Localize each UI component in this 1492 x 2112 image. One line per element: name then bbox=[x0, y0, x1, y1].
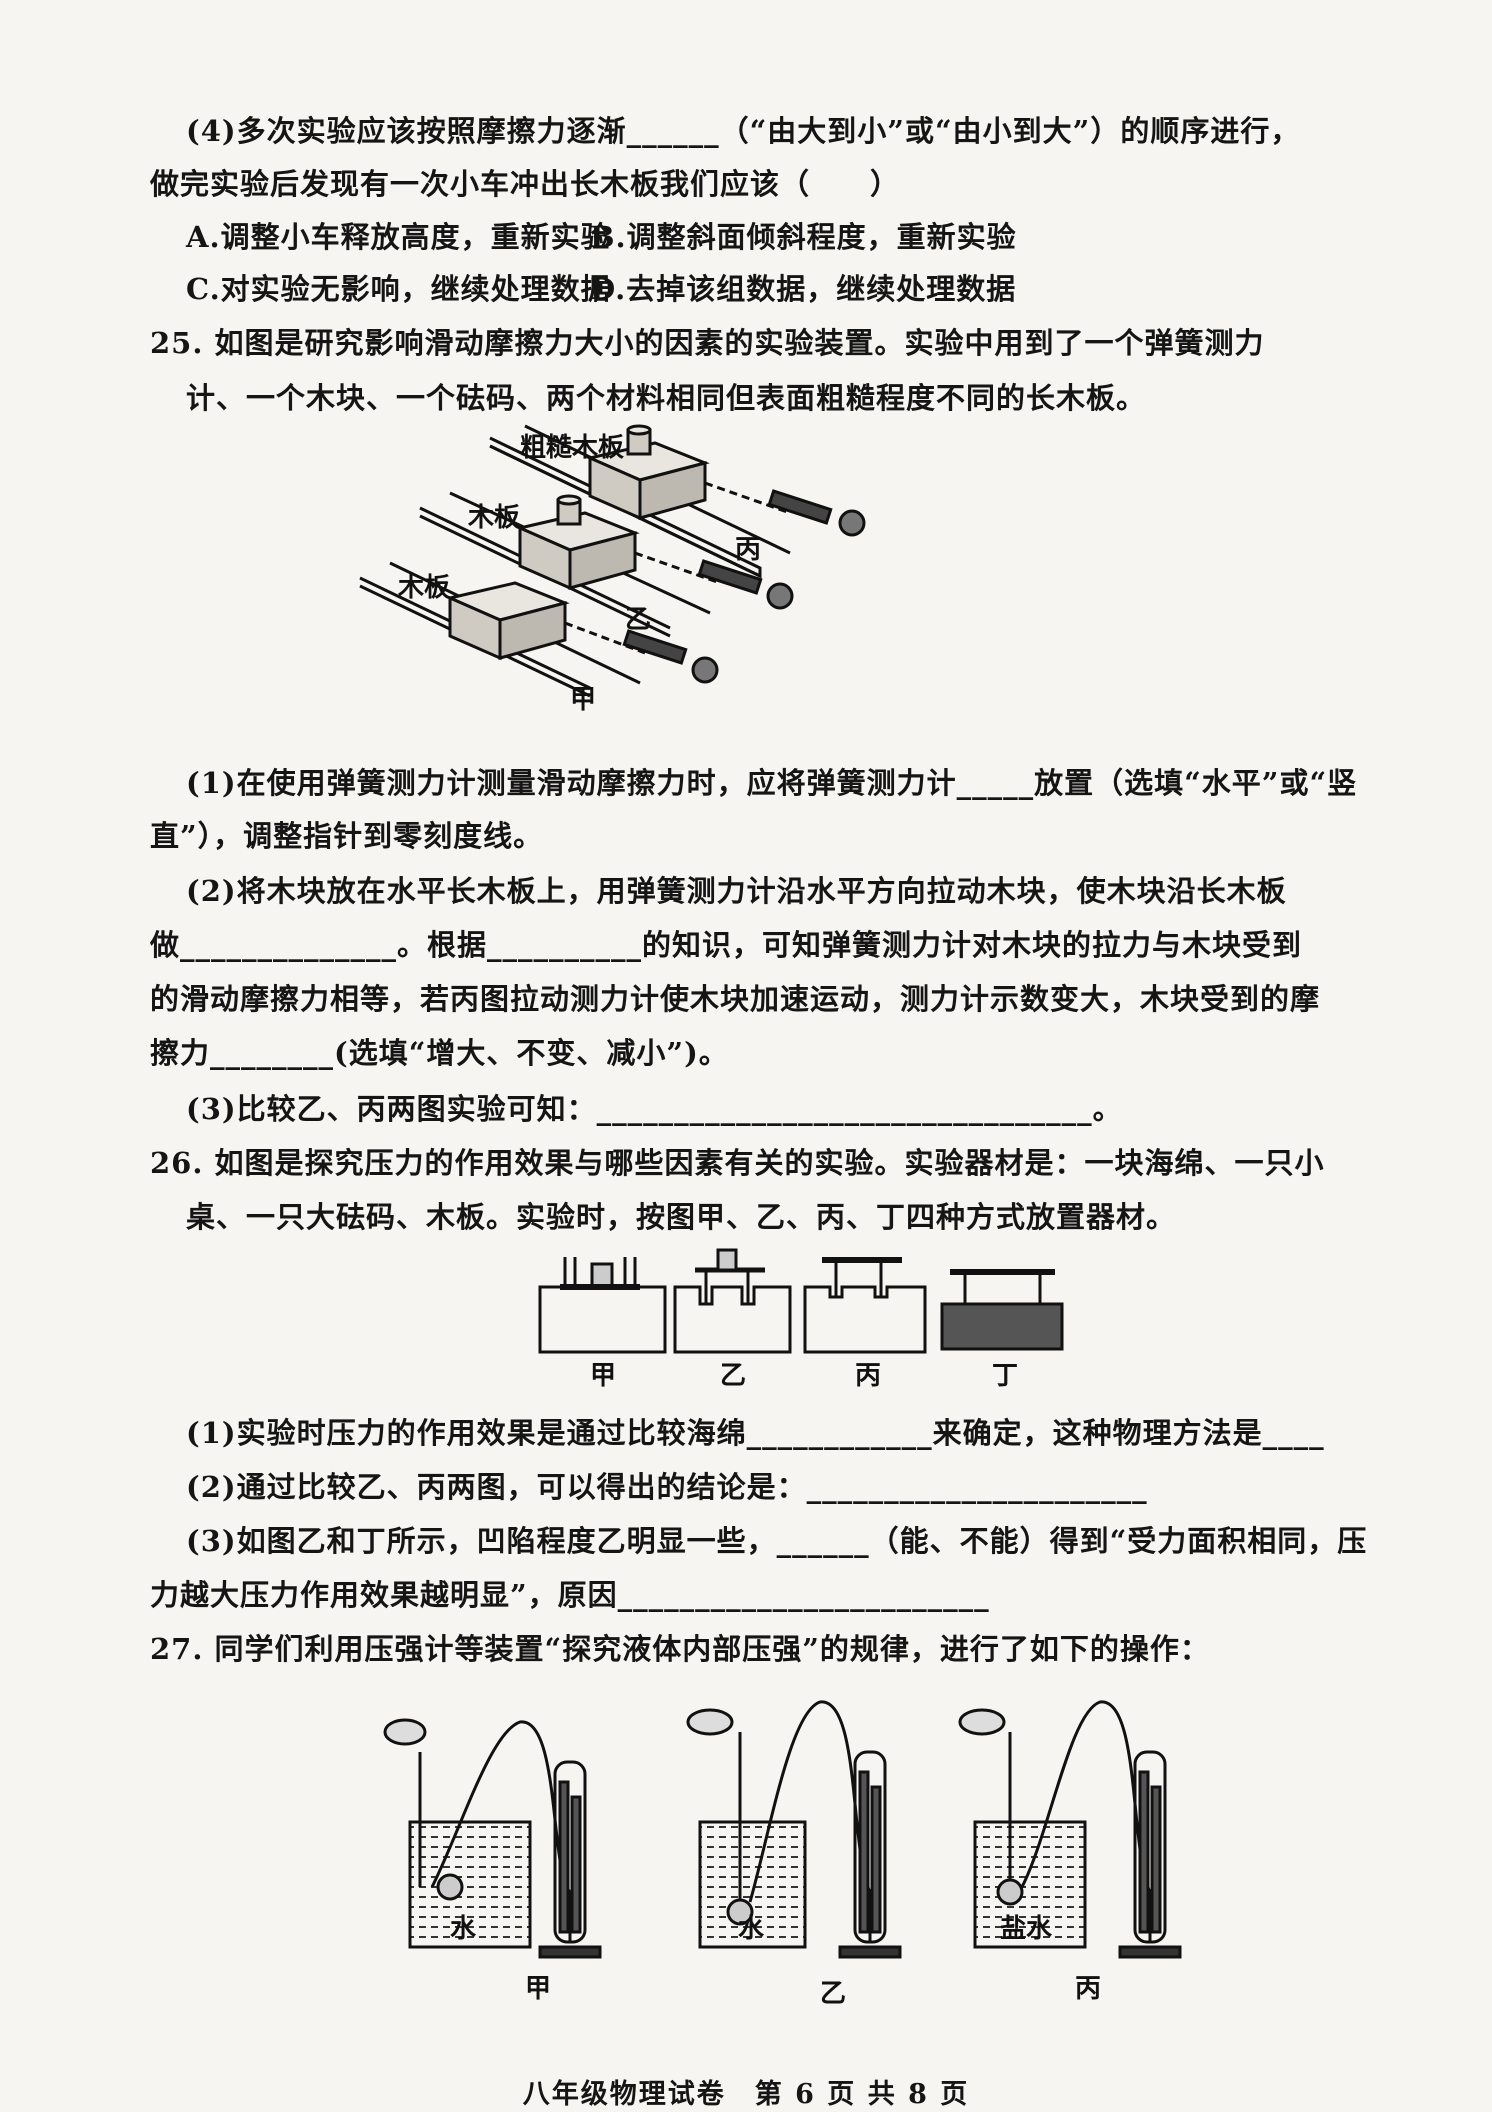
q24-part4-line2: 做完实验后发现有一次小车冲出长木板我们应该（ ） bbox=[150, 167, 901, 201]
q25-part2-line3: 的滑动摩擦力相等，若丙图拉动测力计使木块加速运动，测力计示数变大，木块受到的摩 bbox=[150, 982, 1321, 1016]
q25-part2-line2: 做______________。根据__________的知识，可知弹簧测力计对… bbox=[150, 928, 1303, 962]
pressure-effect-figure: 甲 乙 丙 丁 bbox=[538, 1248, 1064, 1391]
setup-yi bbox=[686, 1700, 902, 1959]
liquid-label-yi: 水 bbox=[738, 1914, 765, 1944]
hand-icon bbox=[766, 582, 794, 610]
q25-part1-line2: 直”），调整指针到零刻度线。 bbox=[150, 819, 544, 853]
block-bing bbox=[585, 424, 710, 521]
q25-part2-line1: (2)将木块放在水平长木板上，用弹簧测力计沿水平方向拉动木块，使木块沿长木板 bbox=[186, 874, 1287, 908]
label-jia: 甲 bbox=[590, 1361, 616, 1391]
liquid-pressure-figure: 水 水 盐水 甲 乙 丙 bbox=[383, 1700, 1182, 2009]
q25-stem-line2: 计、一个木块、一个砝码、两个材料相同但表面粗糙程度不同的长木板。 bbox=[186, 381, 1147, 415]
q24-option-d: D.去掉该组数据，继续处理数据 bbox=[590, 272, 1017, 306]
hand-icon bbox=[838, 509, 866, 537]
q26-part2: (2)通过比较乙、丙两图，可以得出的结论是：__________________… bbox=[186, 1470, 1148, 1504]
label-rough-board: 粗糙木板 bbox=[520, 433, 624, 463]
label-board-yi: 木板 bbox=[467, 503, 520, 533]
spring-scale-yi bbox=[697, 559, 763, 595]
q24-option-c: C.对实验无影响，继续处理数据 bbox=[186, 272, 611, 306]
q24-part4-line1: (4)多次实验应该按照摩擦力逐渐______（“由大到小”或“由小到大”）的顺序… bbox=[186, 114, 1301, 148]
label-yi: 乙 bbox=[625, 605, 651, 635]
q24-option-a: A.调整小车释放高度，重新实验 bbox=[186, 220, 611, 254]
q25-part3: (3)比较乙、丙两图实验可知：_________________________… bbox=[186, 1092, 1123, 1126]
q27-stem-line1: 27. 同学们利用压强计等装置“探究液体内部压强”的规律，进行了如下的操作： bbox=[150, 1632, 1210, 1666]
liquid-label-bing: 盐水 bbox=[1000, 1914, 1053, 1944]
spring-scale-jia bbox=[622, 629, 688, 665]
hand-icon bbox=[691, 656, 719, 684]
liquid-label-jia: 水 bbox=[450, 1914, 477, 1944]
block-yi bbox=[515, 494, 640, 591]
label-yi: 乙 bbox=[720, 1361, 746, 1391]
spring-scale-bing bbox=[767, 489, 833, 525]
label-ding: 丁 bbox=[992, 1361, 1018, 1391]
label-board-jia: 木板 bbox=[397, 573, 450, 603]
label-bing: 丙 bbox=[1075, 1974, 1101, 2004]
label-bing: 丙 bbox=[855, 1361, 881, 1391]
q25-part1-line1: (1)在使用弹簧测力计测量滑动摩擦力时，应将弹簧测力计_____放置（选填“水平… bbox=[186, 766, 1358, 800]
q24-option-b: B.调整斜面倾斜程度，重新实验 bbox=[590, 220, 1017, 254]
block-jia bbox=[445, 581, 570, 661]
setup-bing bbox=[803, 1257, 927, 1354]
q25-stem-line1: 25. 如图是研究影响滑动摩擦力大小的因素的实验装置。实验中用到了一个弹簧测力 bbox=[150, 326, 1265, 360]
setup-ding bbox=[940, 1269, 1064, 1351]
q26-stem-line2: 桌、一只大砝码、木板。实验时，按图甲、乙、丙、丁四种方式放置器材。 bbox=[186, 1200, 1177, 1234]
q26-part1: (1)实验时压力的作用效果是通过比较海绵____________来确定，这种物理… bbox=[186, 1416, 1325, 1450]
friction-apparatus-figure: 粗糙木板 木板 木板 丙 乙 甲 bbox=[359, 424, 866, 715]
label-jia: 甲 bbox=[570, 685, 596, 715]
label-yi: 乙 bbox=[820, 1979, 846, 2009]
label-bing: 丙 bbox=[735, 535, 761, 565]
page-footer: 八年级物理试卷 第 6 页 共 8 页 bbox=[522, 2079, 970, 2110]
setup-jia bbox=[538, 1257, 667, 1354]
q26-part3-line1: (3)如图乙和丁所示，凹陷程度乙明显一些，______（能、不能）得到“受力面积… bbox=[186, 1524, 1368, 1558]
setup-yi bbox=[673, 1248, 792, 1354]
q26-stem-line1: 26. 如图是探究压力的作用效果与哪些因素有关的实验。实验器材是：一块海绵、一只… bbox=[150, 1146, 1325, 1180]
setup-bing bbox=[958, 1700, 1182, 1959]
q26-part3-line2: 力越大压力作用效果越明显”，原因________________________ bbox=[150, 1578, 990, 1612]
q25-part2-line4: 擦力________(选填“增大、不变、减小”)。 bbox=[150, 1036, 729, 1070]
label-jia: 甲 bbox=[525, 1974, 551, 2004]
setup-jia bbox=[383, 1718, 602, 1959]
